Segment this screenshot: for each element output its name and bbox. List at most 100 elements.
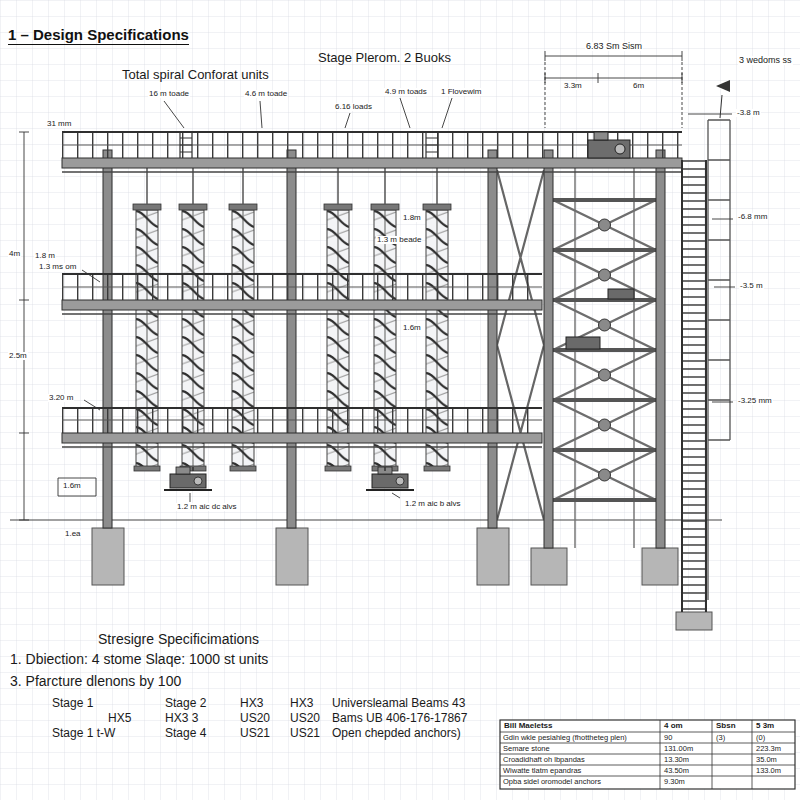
top-rail	[62, 273, 542, 275]
table-frame	[500, 720, 795, 789]
top-rail	[62, 407, 542, 409]
dimension-label: -3.5 m	[739, 282, 764, 290]
dimension-label: -3.8 m	[736, 109, 761, 117]
brace-node	[599, 469, 611, 481]
dimension-label: 1.6m	[62, 482, 82, 490]
steel-column	[488, 150, 497, 528]
dimension-label: -3.25 mm	[737, 397, 773, 405]
section-table-cell: Open chepded anchors)	[332, 727, 461, 740]
bill-table-cell: 35.0m	[756, 756, 777, 764]
bill-table-cell: 5 3m	[756, 722, 774, 730]
railing	[62, 132, 682, 158]
dimension-label: 1.3 m beade	[376, 236, 422, 244]
dimension-label: 3.20 m	[48, 394, 74, 402]
foundation-block	[676, 612, 712, 630]
dimension-label: 1.ea	[64, 530, 82, 538]
tower-equipment	[566, 337, 600, 349]
steel-column	[656, 150, 665, 548]
cross-bracing	[497, 170, 544, 520]
steel-column	[287, 150, 296, 528]
bill-table-cell: 13.30m	[664, 756, 689, 764]
bill-table-cell: Semare stone	[503, 745, 550, 753]
top-platform	[62, 132, 682, 172]
foundation-block	[531, 548, 567, 585]
bill-table-cell: 133.0m	[756, 767, 781, 775]
leader-line	[190, 493, 400, 502]
leader-line	[164, 98, 452, 128]
foundation-block	[92, 528, 124, 585]
brace-node	[599, 369, 611, 381]
dimensions	[19, 51, 735, 520]
bill-table-cell: Gdin wkle pesiahleg (fhottheteg plen)	[503, 734, 627, 742]
section-table-cell: HX3 3	[165, 712, 198, 725]
dimension-label: 31 mm	[46, 120, 72, 128]
bill-table-cell: (3)	[716, 734, 725, 742]
brace-node	[599, 219, 611, 231]
bill-table-cell: 223.3m	[756, 745, 781, 753]
dimension-label: 4.6 m toade	[244, 90, 288, 98]
dimension-label: 1.8m	[402, 214, 422, 222]
section-table-cell: Bams UB 406-176-17867	[332, 712, 467, 725]
dimension-label: 3.3m	[563, 82, 583, 90]
bill-table-cell: 43.50m	[664, 767, 689, 775]
tower-bracing	[553, 200, 656, 500]
dimension-label: 16 m toade	[148, 90, 190, 98]
dimension-label: 2.5m	[8, 352, 28, 360]
mid-platform	[62, 274, 542, 314]
dimension-line	[545, 51, 682, 61]
dimension-label: 1.2 m aic b alvs	[404, 500, 462, 508]
bill-table-cell: Bill Maeletss	[504, 722, 552, 730]
spec-text: Stresigre Specificimations	[98, 632, 259, 647]
deck-beam	[62, 171, 682, 173]
bill-table-cell: (0)	[756, 734, 765, 742]
section-table-cell: Stage 1 t-W	[52, 727, 115, 740]
spec-text: 3. Pfarcture dlenons by 100	[10, 674, 181, 689]
dimension-label: 1.2 m aic dc alvs	[176, 503, 238, 511]
drive-motor	[164, 467, 212, 490]
ladder-cage	[708, 120, 730, 600]
section-table-cell: HX3	[290, 697, 313, 710]
dimension-label: 1.6m	[402, 324, 422, 332]
tower-inner-post	[574, 168, 576, 548]
steel-column	[544, 150, 553, 548]
dimension-label: 4.9 m toads	[384, 88, 428, 96]
deck-beam	[62, 446, 542, 448]
bill-table-cell: 4 om	[664, 722, 683, 730]
tower	[553, 168, 656, 548]
ladder-rail	[681, 160, 683, 612]
leader-line	[720, 95, 722, 118]
drive-pulley	[615, 144, 625, 154]
bill-table-cell: Opba sidel oromodel anchors	[503, 778, 601, 786]
dimension-label: 1.8 m	[34, 252, 56, 260]
section-table-cell: HX5	[108, 712, 131, 725]
ladder-rail	[705, 160, 707, 612]
foundations	[92, 528, 712, 630]
foundation-block	[276, 528, 308, 585]
tower-inner-post	[633, 168, 635, 548]
access-ladder	[180, 132, 438, 158]
bill-table-cell: 131.00m	[664, 745, 693, 753]
ladder-rungs	[682, 160, 706, 612]
section-table-cell: US21	[290, 727, 320, 740]
deck-beam	[62, 313, 542, 315]
railing	[62, 408, 542, 433]
bill-table-cell: 90	[664, 734, 672, 742]
mid-rail	[62, 287, 542, 288]
bill-table-cell: 9.30m	[664, 778, 685, 786]
dimension-label: 1 Flovewim	[440, 88, 482, 96]
ground-line	[10, 519, 722, 520]
foundation-block	[477, 528, 509, 585]
table-rule	[500, 720, 795, 789]
detail-bracket	[58, 478, 96, 496]
deck	[62, 158, 682, 168]
tower-beam	[553, 200, 656, 500]
tower-equipment	[608, 289, 634, 299]
drive-head	[594, 132, 608, 140]
brace-node	[599, 269, 611, 281]
diagram-title: 1 – Design Specifications	[8, 26, 189, 45]
section-table-cell: Universleamal Beams 43	[332, 697, 465, 710]
dimension-label: 6.16 loads	[334, 103, 373, 111]
dimension-label: 4m	[8, 250, 21, 258]
